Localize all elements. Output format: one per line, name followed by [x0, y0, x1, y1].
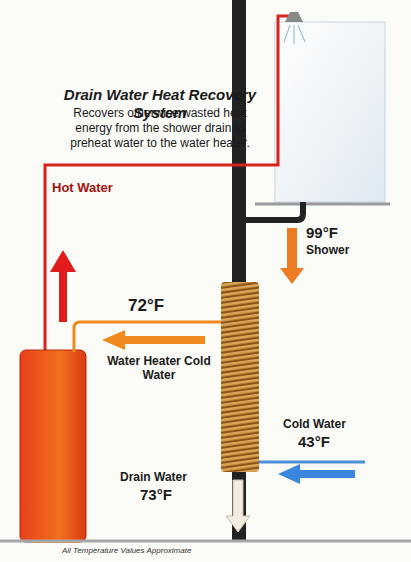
preheated-water-pipe: [74, 322, 222, 352]
floor-line: [0, 540, 411, 543]
preheated-water-arrow: [102, 330, 205, 350]
flow-label: Drain Water: [120, 470, 187, 484]
shower-spray: [284, 25, 305, 44]
flow-label: Shower: [306, 243, 349, 257]
cold-water-arrow: [278, 464, 355, 484]
flow-label: Water Heater Cold Water: [104, 354, 214, 383]
heat-exchanger-coil: [221, 282, 259, 472]
shower-head: [285, 12, 303, 22]
temperature-value: 72°F: [128, 296, 164, 316]
flow-label: Hot Water: [52, 180, 113, 196]
cold-water-pipe: [259, 461, 365, 464]
shower-drain-arrow: [280, 228, 304, 284]
drain-water-arrow: [226, 480, 250, 532]
hot-water-arrow: [50, 250, 76, 322]
flow-label: Cold Water: [283, 417, 346, 431]
temperature-value: 99°F: [306, 224, 338, 242]
temperature-value: 73°F: [140, 486, 172, 504]
shower-floor: [255, 203, 390, 206]
water-heater-tank: [20, 350, 86, 542]
temperature-value: 43°F: [298, 433, 330, 451]
note: All Temperature Values Approximate: [62, 546, 191, 556]
shower-drain: [246, 202, 303, 220]
diagram-caption: Recovers otherwise wasted heat energy fr…: [62, 106, 258, 151]
shower-enclosure: [275, 22, 385, 202]
